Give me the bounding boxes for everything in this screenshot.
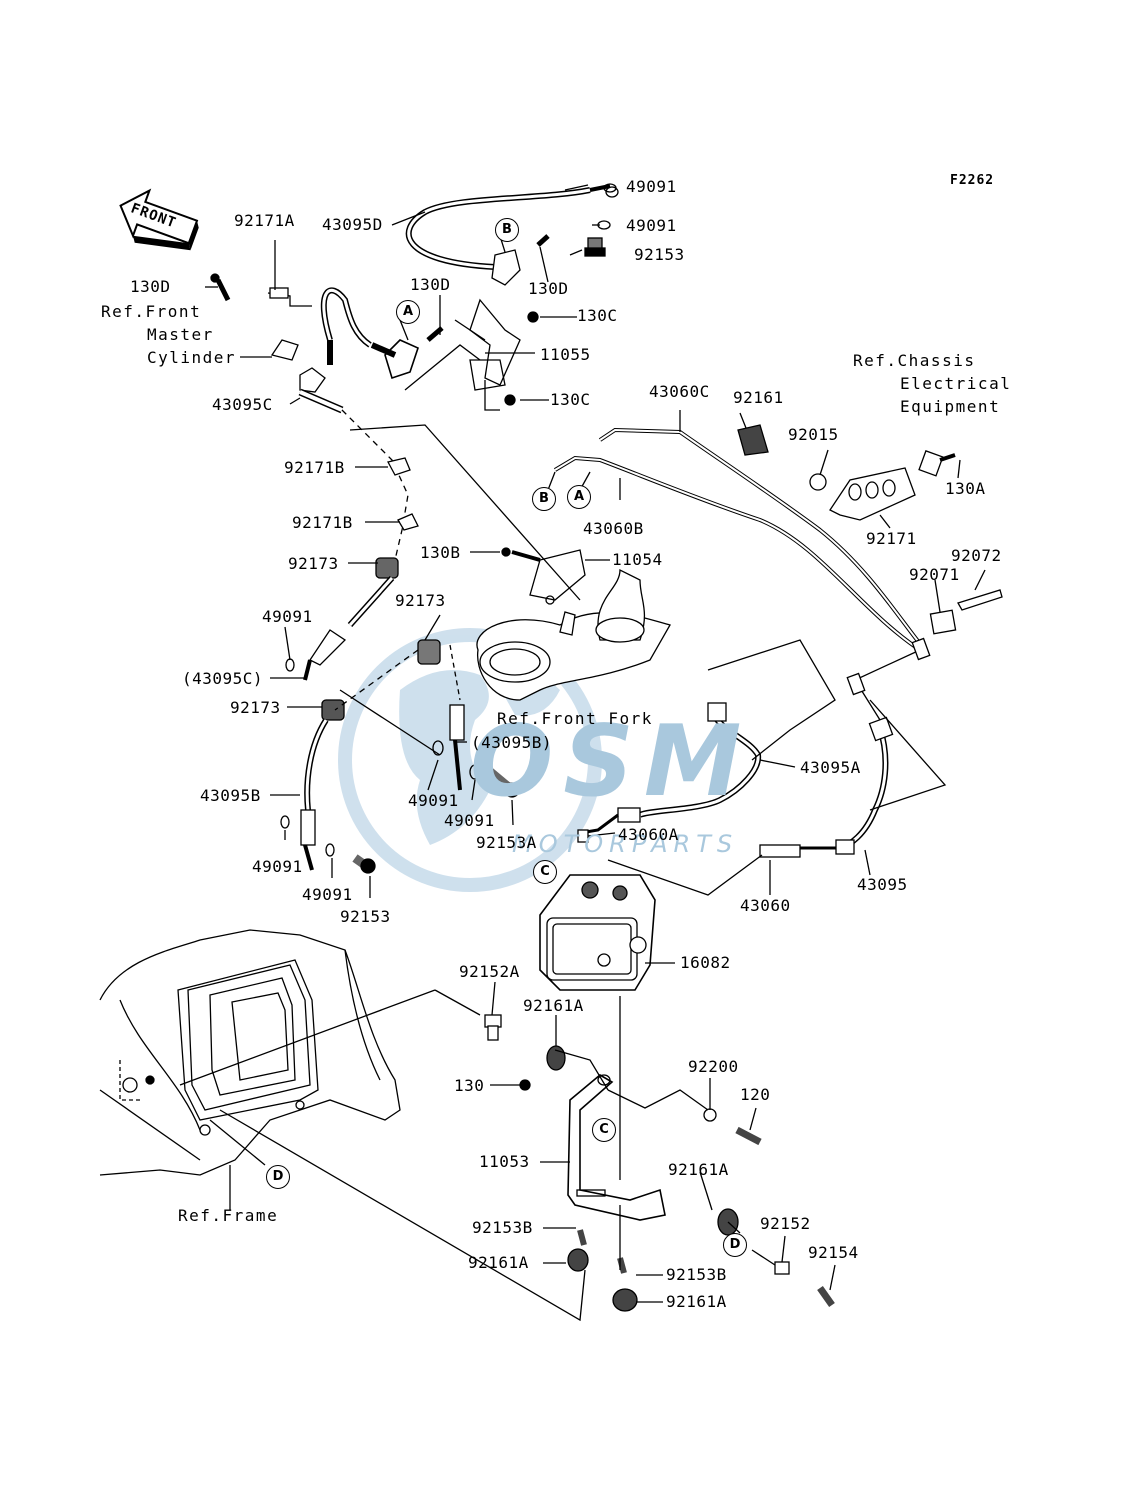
- part-label: 130A: [945, 479, 986, 498]
- part-label: 92153: [634, 245, 685, 264]
- part-label: 49091: [262, 607, 313, 626]
- part-label: 92161A: [523, 996, 584, 1015]
- part-label: 43060: [740, 896, 791, 915]
- part-label: 92071: [909, 565, 960, 584]
- part-label: 43095B: [200, 786, 261, 805]
- callout-d-left: D: [266, 1165, 290, 1189]
- part-label: 92072: [951, 546, 1002, 565]
- part-label: 43095C: [212, 395, 273, 414]
- part-label: 92154: [808, 1243, 859, 1262]
- ref-front-master-cylinder: Ref.Front: [101, 302, 202, 321]
- part-label: 43060A: [618, 825, 679, 844]
- part-label: (43095B): [471, 733, 553, 752]
- part-label: 120: [740, 1085, 771, 1104]
- ref-front-fork: Ref.Front Fork: [497, 709, 653, 728]
- part-label: 43095D: [322, 215, 383, 234]
- part-label: 92161: [733, 388, 784, 407]
- part-label: 92200: [688, 1057, 739, 1076]
- part-label: 92152: [760, 1214, 811, 1233]
- part-label: 43060C: [649, 382, 710, 401]
- part-label: 130B: [420, 543, 461, 562]
- part-label: 92161A: [666, 1292, 727, 1311]
- part-label: 16082: [680, 953, 731, 972]
- part-label: 92015: [788, 425, 839, 444]
- callout-a-upper: A: [396, 300, 420, 324]
- front-arrow-icon: [119, 188, 199, 251]
- part-label: 92161A: [668, 1160, 729, 1179]
- part-label: 130C: [577, 306, 618, 325]
- callout-b-upper: B: [495, 218, 519, 242]
- part-label: 92173: [230, 698, 281, 717]
- ref-frame: Ref.Frame: [178, 1206, 279, 1225]
- part-label: (43095C): [182, 669, 264, 688]
- part-label: 43095A: [800, 758, 861, 777]
- part-label: 11053: [479, 1152, 530, 1171]
- part-label: 130: [454, 1076, 485, 1095]
- part-label: 49091: [626, 216, 677, 235]
- figure-code: F2262: [950, 173, 995, 188]
- callout-d-right: D: [723, 1233, 747, 1257]
- callout-b-lower: B: [532, 487, 556, 511]
- callout-c-upper: C: [533, 860, 557, 884]
- part-label: 92161A: [468, 1253, 529, 1272]
- part-label: 49091: [302, 885, 353, 904]
- part-label: 92171B: [292, 513, 353, 532]
- part-label: 11055: [540, 345, 591, 364]
- part-label: 92153: [340, 907, 391, 926]
- ref-chassis-electrical: Equipment: [900, 397, 1001, 416]
- part-label: 49091: [444, 811, 495, 830]
- part-label: 43060B: [583, 519, 644, 538]
- part-label: 92173: [288, 554, 339, 573]
- part-label: 92171: [866, 529, 917, 548]
- part-label: 92171B: [284, 458, 345, 477]
- callout-a-lower: A: [567, 485, 591, 509]
- part-label: 130D: [410, 275, 451, 294]
- part-label: 11054: [612, 550, 663, 569]
- part-label: 92153A: [476, 833, 537, 852]
- ref-chassis-electrical: Electrical: [900, 374, 1012, 393]
- callout-c-lower: C: [592, 1118, 616, 1142]
- part-label: 130C: [550, 390, 591, 409]
- part-label: 92153B: [666, 1265, 727, 1284]
- part-label: 130D: [528, 279, 569, 298]
- part-label: 92173: [395, 591, 446, 610]
- watermark-text: OSM: [470, 705, 752, 819]
- part-label: 43095: [857, 875, 908, 894]
- part-label: 92152A: [459, 962, 520, 981]
- part-label: 49091: [626, 177, 677, 196]
- part-label: 92171A: [234, 211, 295, 230]
- part-label: 49091: [408, 791, 459, 810]
- ref-chassis-electrical: Ref.Chassis: [853, 351, 976, 370]
- ref-front-master-cylinder: Master: [147, 325, 214, 344]
- watermark-subtext: MOTORPARTS: [512, 830, 739, 858]
- part-label: 49091: [252, 857, 303, 876]
- ref-front-master-cylinder: Cylinder: [147, 348, 237, 367]
- part-label: 92153B: [472, 1218, 533, 1237]
- part-label: 130D: [130, 277, 171, 296]
